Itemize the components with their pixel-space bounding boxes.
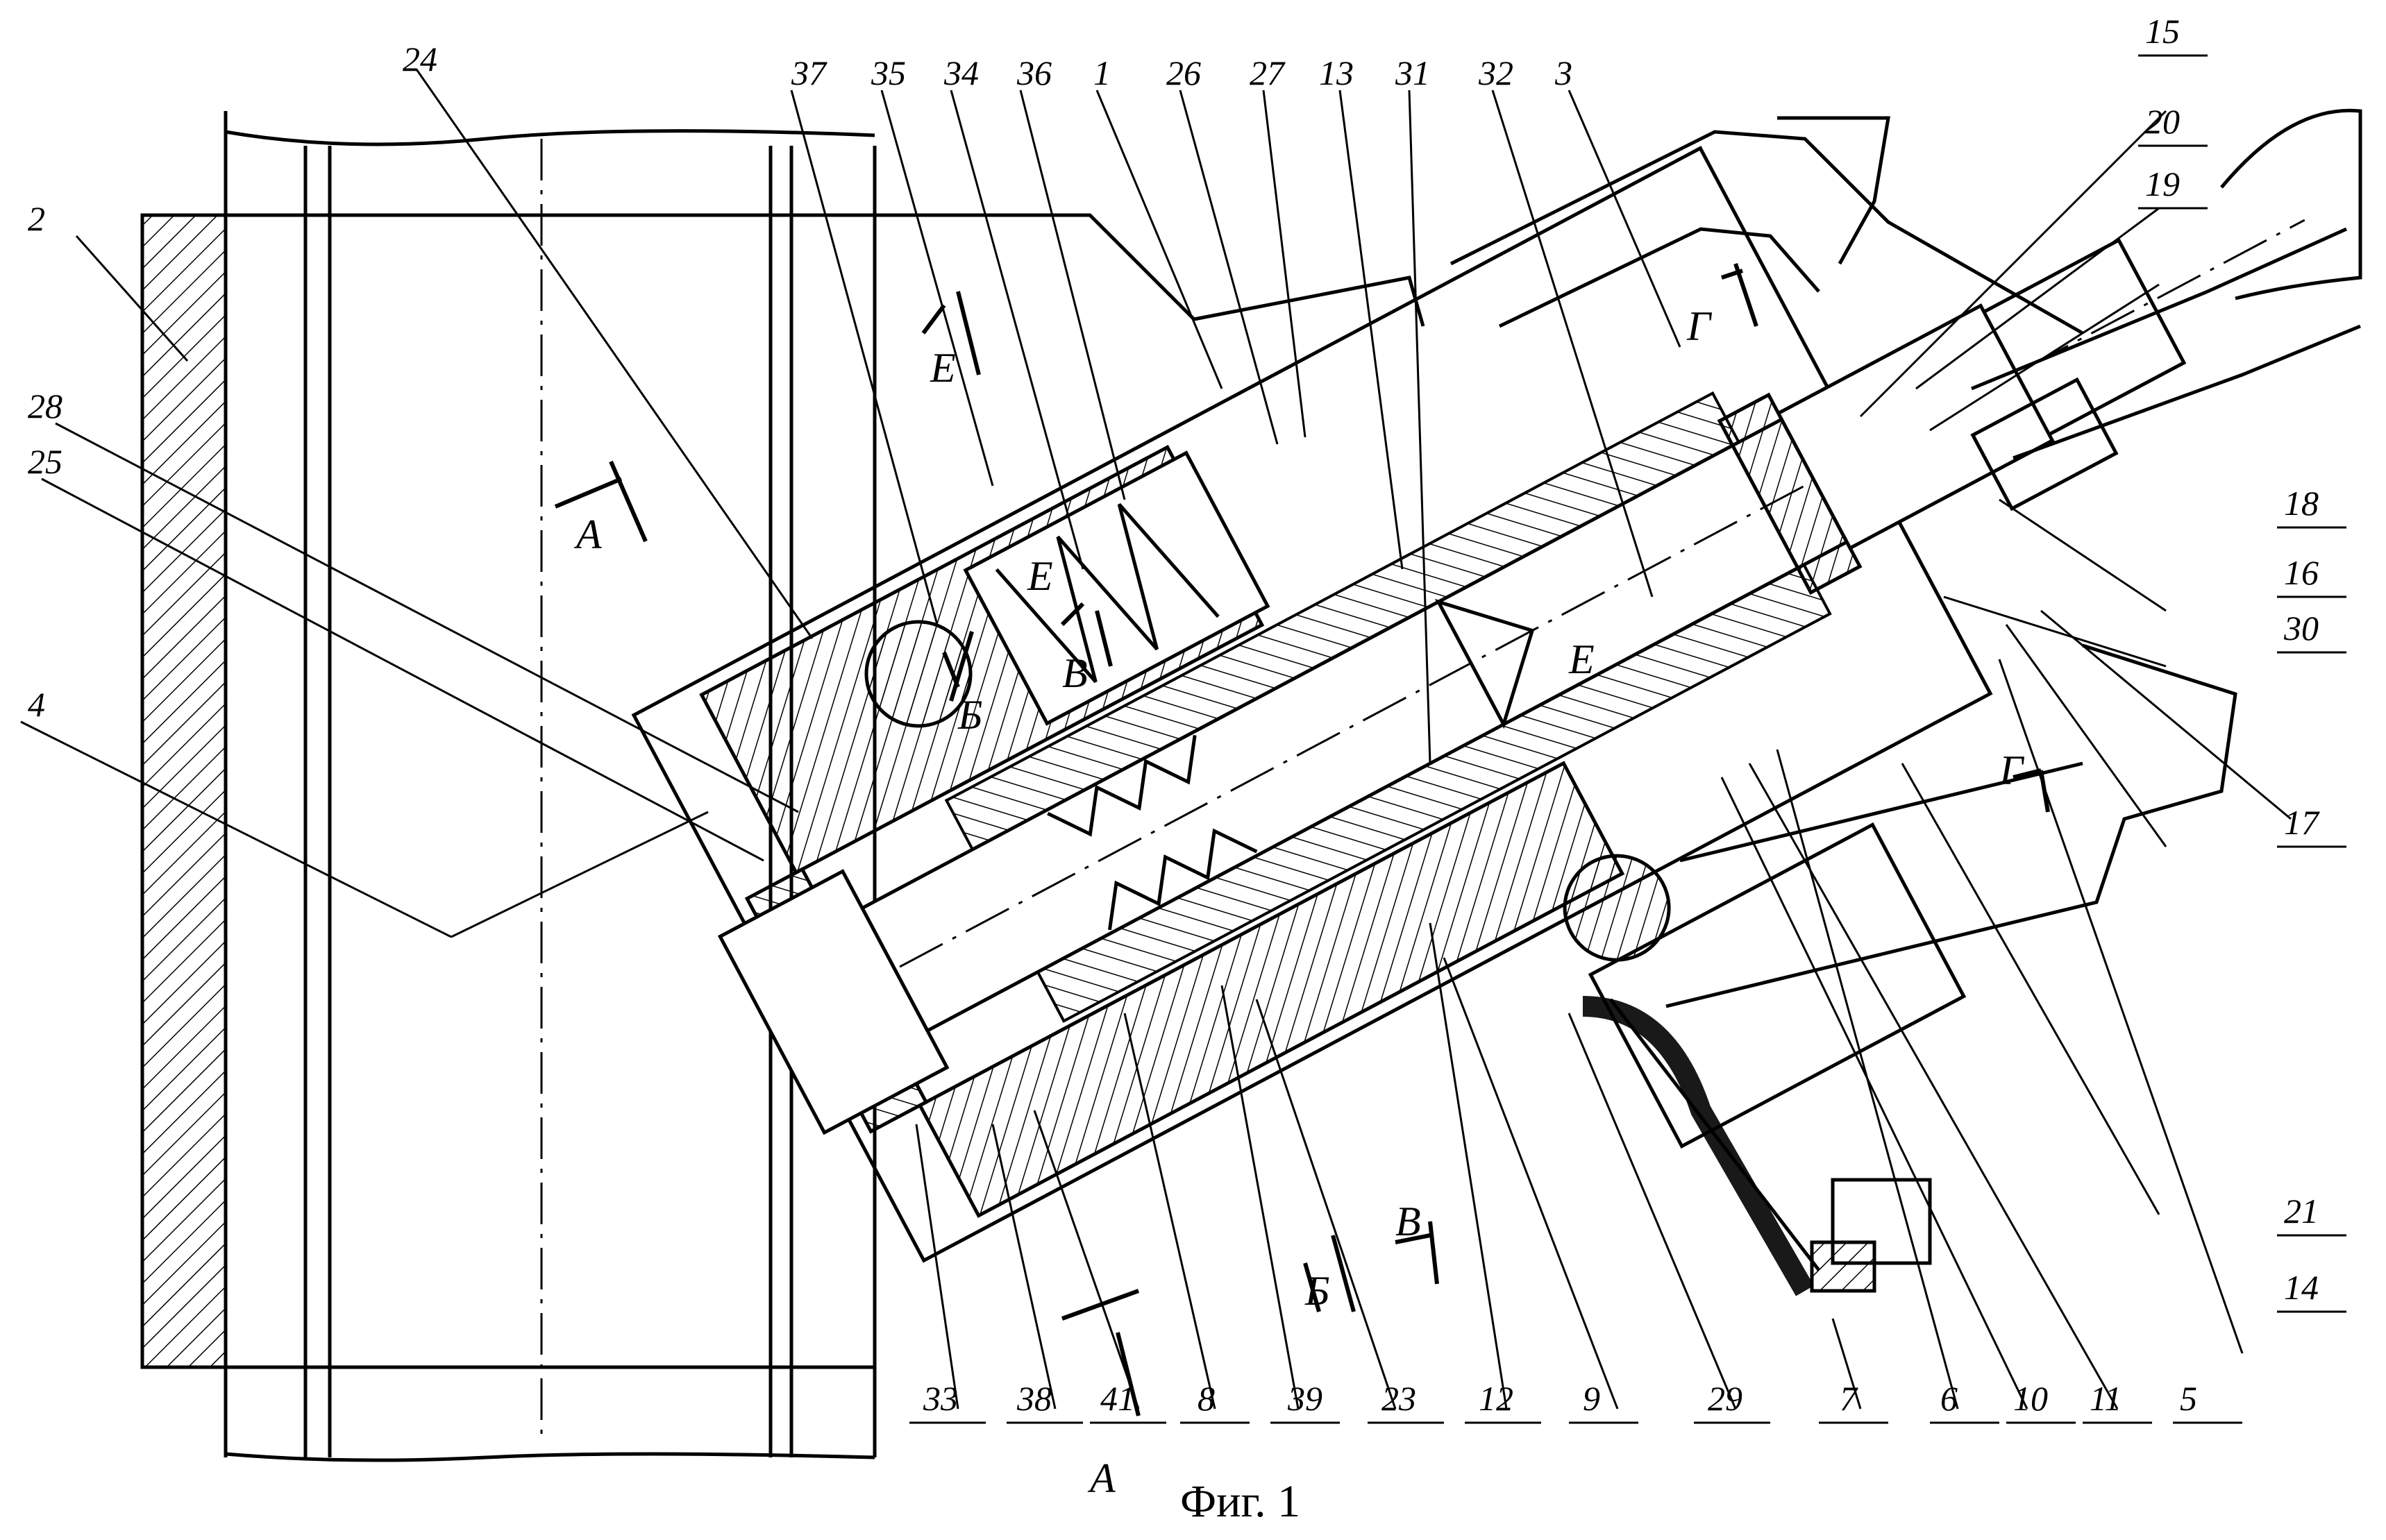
section-mark-label: Б	[1305, 1270, 1329, 1312]
part-label: 24	[403, 42, 437, 76]
section-mark-label: Е	[1569, 638, 1595, 680]
part-label: 26	[1166, 56, 1201, 90]
section-mark-label: Е	[1027, 555, 1053, 597]
part-label: 34	[944, 56, 979, 90]
part-label: 27	[1250, 56, 1284, 90]
part-label: 4	[28, 687, 45, 722]
part-label: 41	[1100, 1381, 1135, 1416]
part-label: 16	[2284, 555, 2319, 590]
part-label: 30	[2284, 611, 2319, 645]
part-label: 23	[1381, 1381, 1416, 1416]
section-mark-label: В	[1395, 1201, 1421, 1242]
part-label: 5	[2180, 1381, 2197, 1416]
part-label: 8	[1198, 1381, 1215, 1416]
part-label: 15	[2145, 14, 2180, 49]
part-label: 13	[1319, 56, 1354, 90]
section-mark-label: А	[1090, 1457, 1116, 1499]
part-label: 32	[1479, 56, 1513, 90]
part-label: 3	[1555, 56, 1572, 90]
part-label: 6	[1940, 1381, 1958, 1416]
part-label: 18	[2284, 486, 2319, 521]
part-label: 36	[1017, 56, 1052, 90]
section-mark-label: Е	[930, 347, 956, 389]
section-mark-label: Г	[1687, 305, 1711, 347]
part-label: 35	[871, 56, 906, 90]
part-label: 20	[2145, 104, 2180, 139]
part-label: 12	[1479, 1381, 1513, 1416]
part-label: 37	[791, 56, 826, 90]
part-label: 39	[1288, 1381, 1322, 1416]
part-label: 2	[28, 201, 45, 236]
section-mark-label: В	[1062, 652, 1088, 694]
part-label: 17	[2284, 805, 2319, 840]
part-label: 14	[2284, 1270, 2319, 1305]
part-label: 31	[1395, 56, 1430, 90]
part-label: 33	[923, 1381, 958, 1416]
part-label: 1	[1093, 56, 1111, 90]
part-label: 28	[28, 389, 62, 423]
figure-caption: Фиг. 1	[1180, 1475, 1300, 1528]
part-label: 7	[1840, 1381, 1857, 1416]
part-label: 25	[28, 444, 62, 479]
section-mark-label: Б	[958, 694, 982, 736]
part-label: 21	[2284, 1194, 2319, 1228]
part-label: 29	[1708, 1381, 1742, 1416]
part-label: 9	[1583, 1381, 1600, 1416]
part-label: 38	[1017, 1381, 1052, 1416]
part-label: 11	[2090, 1381, 2122, 1416]
part-label: 19	[2145, 167, 2180, 201]
part-label: 10	[2013, 1381, 2048, 1416]
section-mark-label: Г	[1999, 750, 2023, 791]
section-mark-label: А	[576, 514, 602, 555]
